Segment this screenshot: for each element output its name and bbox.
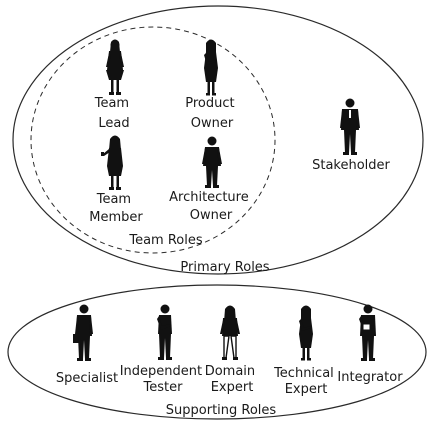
specialist-label: Specialist [56,371,118,386]
primary-roles-label: Primary Roles [180,260,269,275]
team-roles-boundary [30,26,276,254]
supporting-roles-label: Supporting Roles [166,403,277,418]
supporting-roles-boundary [7,284,427,420]
architecture-owner-figure-icon [202,136,222,188]
domain-expert-label: Domain Expert [205,364,260,395]
team-member-figure-icon [101,135,123,190]
team-member-label: Team Member [89,192,143,225]
integrator-label: Integrator [337,370,403,385]
technical-expert-figure-icon [299,305,313,361]
integrator-figure-icon [359,304,376,361]
primary-roles-boundary [12,5,424,275]
team-lead-label: Team Lead [94,96,134,131]
independent-tester-figure-icon [157,304,172,360]
product-owner-figure-icon [204,39,218,96]
team-roles-label: Team Roles [128,233,203,248]
independent-tester-label: Independent Tester [120,364,207,395]
stakeholder-figure-icon [340,98,360,155]
team-lead-figure-icon [106,39,124,95]
specialist-figure-icon [73,304,93,361]
product-owner-label: Product Owner [185,96,239,131]
architecture-owner-label: Architecture Owner [169,190,253,223]
technical-expert-label: Technical Expert [273,366,338,397]
stakeholder-label: Stakeholder [312,158,390,173]
domain-expert-figure-icon [220,305,240,360]
